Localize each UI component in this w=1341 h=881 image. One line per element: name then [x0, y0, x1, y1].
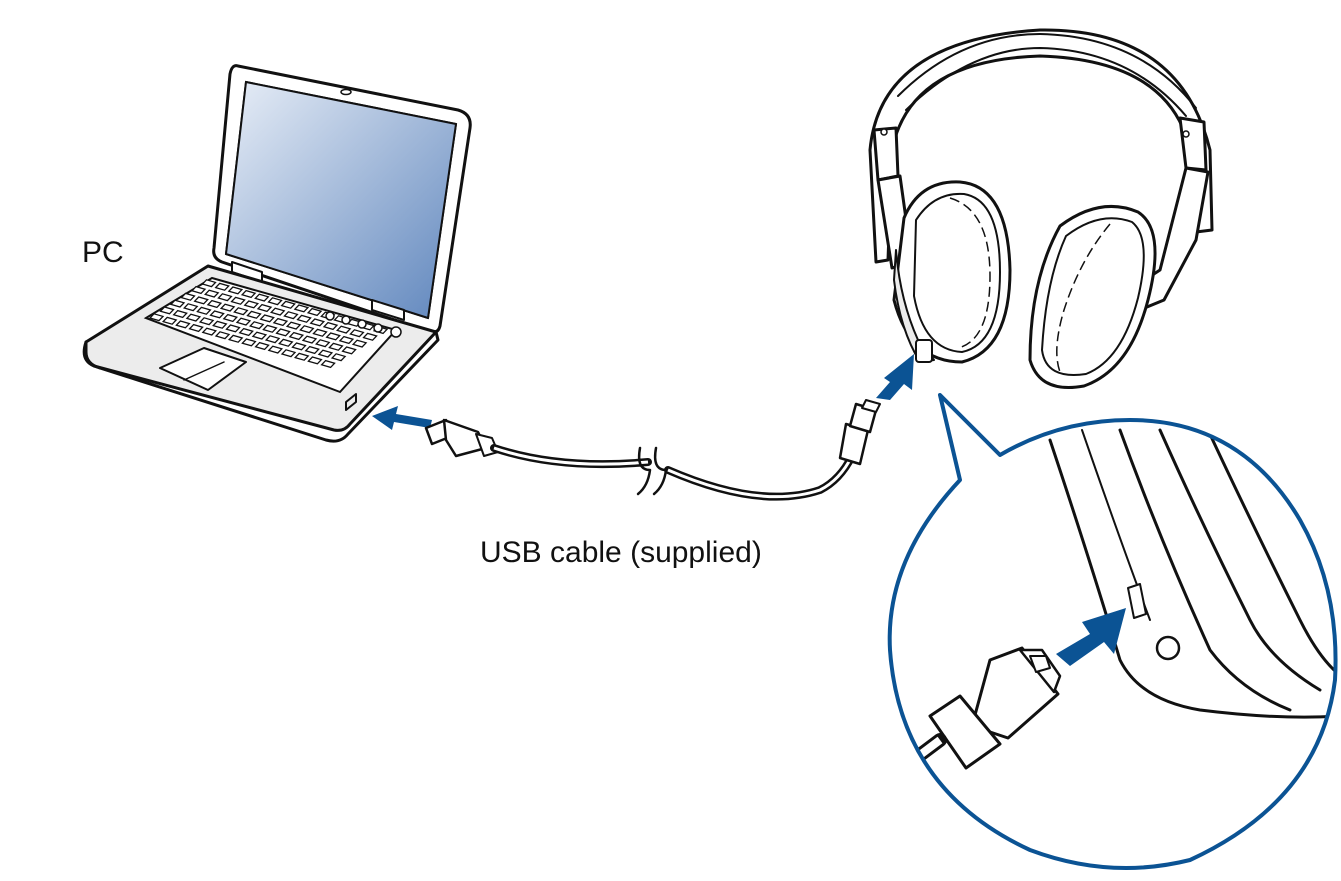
keyboard-key	[159, 306, 175, 315]
keyboard-key	[278, 338, 294, 347]
keyboard-key	[214, 282, 230, 291]
keyboard-key	[238, 327, 254, 337]
keyboard-key	[280, 349, 297, 358]
keyboard-key	[322, 321, 339, 331]
keyboard-key	[288, 331, 305, 341]
keyboard-key	[148, 313, 165, 322]
keyboard-key	[285, 321, 302, 330]
keyboard-key	[349, 329, 365, 338]
laptop-icon	[82, 64, 472, 443]
usb-cable-icon	[424, 399, 881, 501]
keyboard-key	[351, 339, 368, 348]
keyboard-key	[225, 324, 241, 333]
arrow-icon	[876, 354, 914, 400]
keyboard-key	[230, 296, 246, 305]
keyboard-key	[193, 296, 209, 305]
keyboard-key	[330, 353, 347, 362]
keyboard-key	[243, 300, 260, 309]
keyboard-key	[240, 289, 257, 299]
usb-cable-label: USB cable (supplied)	[480, 536, 762, 569]
keyboard-key	[241, 338, 257, 347]
keyboard-key	[325, 332, 341, 341]
keyboard-key	[262, 324, 278, 333]
keyboard-key	[259, 314, 275, 323]
keyboard-key	[299, 325, 315, 334]
keyboard-key	[254, 293, 270, 302]
keyboard-key	[267, 297, 283, 306]
keyboard-key	[328, 342, 344, 351]
keyboard-keys	[148, 279, 389, 369]
keyboard-key	[219, 303, 236, 312]
keyboard-key	[217, 293, 233, 302]
keyboard-key	[235, 317, 252, 326]
keyboard-key	[161, 316, 178, 325]
keyboard-key	[201, 279, 217, 288]
keyboard-key	[185, 313, 202, 322]
keyboard-key	[304, 345, 320, 355]
keyboard-key	[301, 335, 318, 344]
keyboard-key	[320, 359, 336, 369]
keyboard-key	[335, 325, 352, 334]
keyboard-key	[222, 313, 239, 323]
keyboard-key	[248, 321, 265, 330]
keyboard-key	[198, 317, 215, 326]
keyboard-key	[227, 334, 244, 343]
keyboard-key	[256, 303, 273, 313]
keyboard-key	[314, 339, 331, 348]
keyboard-key	[196, 306, 212, 315]
keyboard-key	[267, 345, 284, 354]
keyboard-key	[293, 304, 310, 313]
keyboard-key	[291, 342, 307, 351]
magnifier-callout-icon	[887, 393, 1338, 870]
keyboard-key	[341, 346, 357, 355]
keyboard-key	[338, 335, 355, 345]
keyboard-key	[172, 309, 188, 319]
keyboard-key	[251, 331, 268, 340]
keyboard-key	[264, 335, 281, 344]
keyboard-key	[283, 311, 299, 320]
keyboard-key	[212, 320, 228, 329]
keyboard-key	[296, 314, 312, 323]
keyboard-key	[206, 299, 223, 309]
keyboard-key	[269, 307, 286, 316]
keyboard-key	[233, 307, 249, 316]
keyboard-key	[293, 352, 310, 361]
keyboard-key	[209, 310, 225, 319]
pc-label: PC	[82, 236, 124, 269]
keyboard-key	[280, 300, 296, 309]
keyboard-key	[182, 303, 199, 312]
keyboard-key	[203, 289, 220, 298]
keyboard-key	[275, 328, 291, 337]
keyboard-key	[309, 318, 326, 327]
keyboard-key	[169, 299, 186, 308]
keyboard-key	[307, 356, 323, 365]
keyboard-key	[214, 331, 231, 340]
keyboard-key	[317, 349, 334, 358]
keyboard-key	[227, 286, 244, 295]
keyboard-key	[362, 332, 378, 341]
keyboard-key	[246, 310, 262, 319]
keyboard-key	[201, 327, 218, 336]
keyboard-key	[254, 341, 270, 351]
keyboard-key	[272, 317, 289, 327]
keyboard-key	[312, 328, 328, 337]
keyboard-key	[175, 320, 191, 329]
arrow-icon	[372, 406, 432, 430]
keyboard-key	[190, 285, 207, 295]
keyboard-key	[180, 292, 196, 301]
headphones-icon	[868, 28, 1214, 389]
keyboard-key	[306, 307, 323, 317]
keyboard-key	[188, 323, 204, 333]
